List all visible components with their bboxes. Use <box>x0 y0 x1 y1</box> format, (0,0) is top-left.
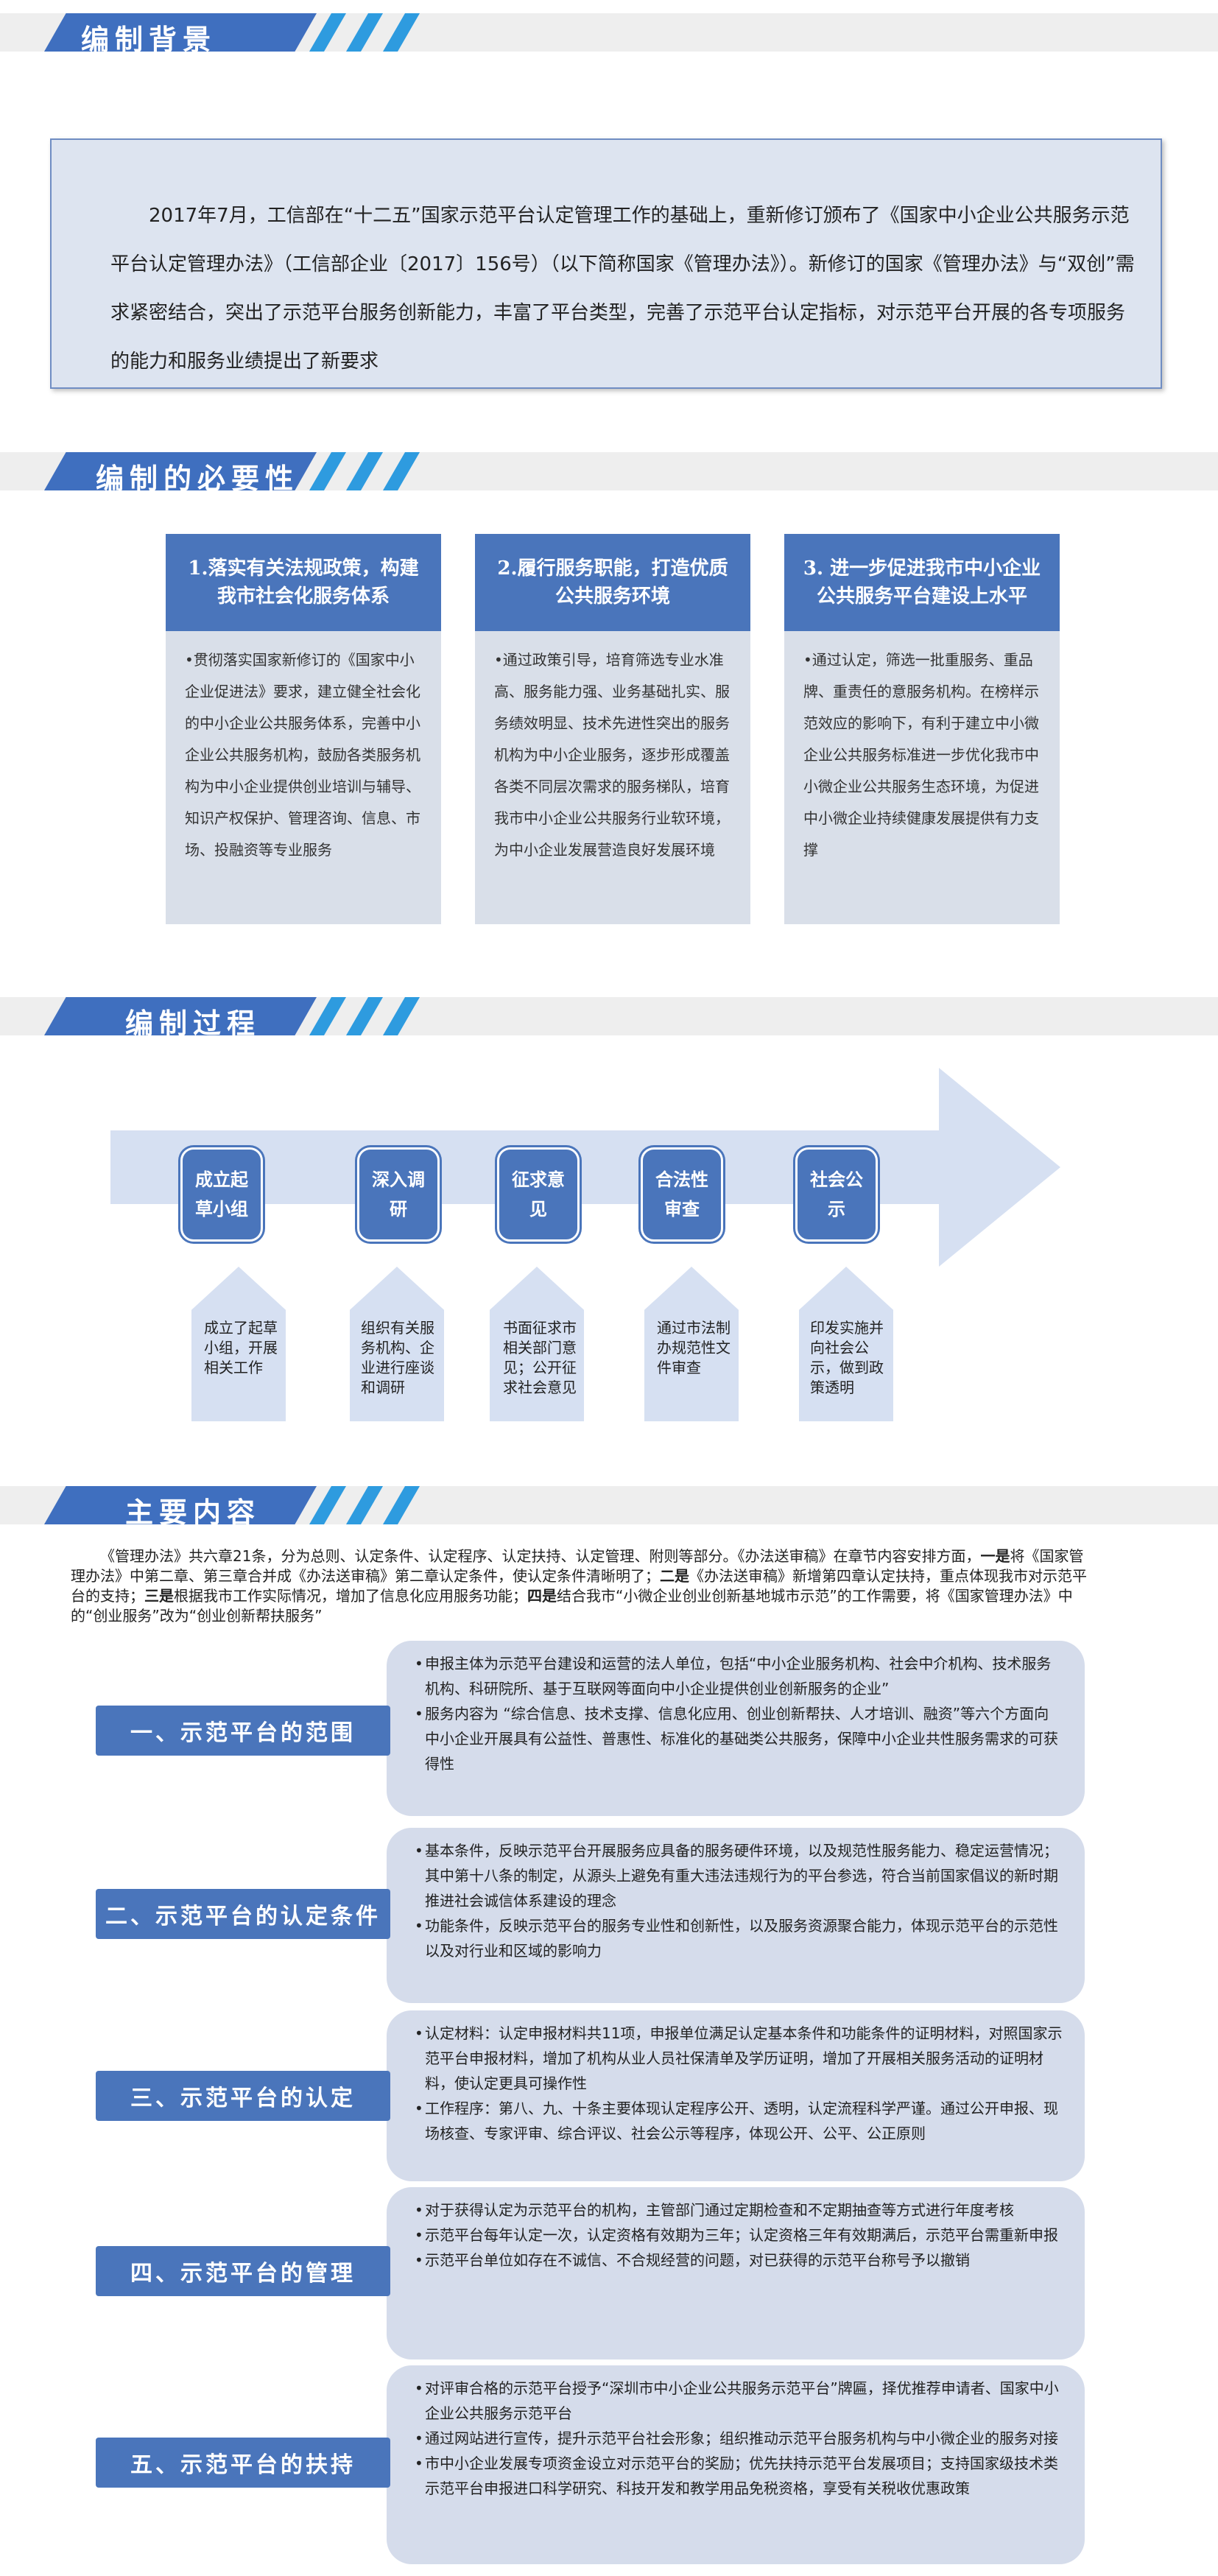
category-label-3: 三、示范平台的认定 <box>96 2071 390 2121</box>
category-box-5: 对评审合格的示范平台授予“深圳市中小企业公共服务示范平台”牌匾，择优推荐申请者、… <box>387 2365 1085 2564</box>
card-head: 2.履行服务职能，打造优质公共服务环境 <box>475 534 750 631</box>
process-detail-2: 组织有关服务机构、企业进行座谈和调研 <box>361 1319 434 1396</box>
list-item: 对评审合格的示范平台授予“深圳市中小企业公共服务示范平台”牌匾，择优推荐申请者、… <box>415 2376 1063 2426</box>
necessity-card-1: 1.落实有关法规政策，构建我市社会化服务体系 •贯彻落实国家新修订的《国家中小企… <box>166 534 441 924</box>
list-item: 市中小企业发展专项资金设立对示范平台的奖励；优先扶持示范平台发展项目；支持国家级… <box>415 2451 1063 2501</box>
list-item: 认定材料：认定申报材料共11项，申报单位满足认定基本条件和功能条件的证明材料，对… <box>415 2021 1063 2096</box>
section-title: 主要内容 <box>125 1496 261 1529</box>
category-box-2: 基本条件，反映示范平台开展服务应具备的服务硬件环境，以及规范性服务能力、稳定运营… <box>387 1828 1085 2003</box>
section-title: 编制过程 <box>125 1007 261 1040</box>
process-arrow <box>110 1068 1060 1267</box>
process-step-4: 合法性审查 <box>641 1147 723 1242</box>
content-intro: 《管理办法》共六章21条，分为总则、认定条件、认定程序、认定扶持、认定管理、附则… <box>71 1546 1087 1626</box>
category-label-2: 二、示范平台的认定条件 <box>96 1889 390 1939</box>
card-head: 3. 进一步促进我市中小企业公共服务平台建设上水平 <box>784 534 1060 631</box>
intro-text: 《办法送审稿》新增第四章认定扶持，重点体现我市对示范平台的支持； <box>71 1567 1087 1605</box>
intro-emphasis: 一是 <box>980 1547 1010 1565</box>
process-step-3: 征求意见 <box>497 1147 580 1242</box>
list-item: 功能条件，反映示范平台的服务专业性和创新性，以及服务资源聚合能力，体现示范平台的… <box>415 1913 1063 1963</box>
process-detail-3: 书面征求市相关部门意见；公开征求社会意见 <box>503 1319 577 1396</box>
process-step-5: 社会公示 <box>795 1147 878 1242</box>
intro-emphasis: 二是 <box>660 1567 689 1585</box>
category-label-1: 一、示范平台的范围 <box>96 1706 390 1756</box>
process-step-2: 深入调研 <box>357 1147 440 1242</box>
list-item: 对于获得认定为示范平台的机构，主管部门通过定期检查和不定期抽查等方式进行年度考核 <box>415 2197 1063 2223</box>
card-body: •贯彻落实国家新修订的《国家中小企业促进法》要求，建立健全社会化的中小企业公共服… <box>185 651 420 859</box>
list-item: 示范平台单位如存在不诚信、不合规经营的问题，对已获得的示范平台称号予以撤销 <box>415 2248 1063 2273</box>
background-text: 2017年7月，工信部在“十二五”国家示范平台认定管理工作的基础上，重新修订颁布… <box>110 205 1135 373</box>
intro-text: 《管理办法》共六章21条，分为总则、认定条件、认定程序、认定扶持、认定管理、附则… <box>100 1547 981 1565</box>
category-box-4: 对于获得认定为示范平台的机构，主管部门通过定期检查和不定期抽查等方式进行年度考核… <box>387 2187 1085 2359</box>
section-header-necessity: 编制的必要性 <box>0 452 1218 495</box>
process-detail-4: 通过市法制办规范性文件审查 <box>657 1319 731 1376</box>
section-title: 编制的必要性 <box>96 462 300 495</box>
section-header-background: 编制背景 <box>0 13 1218 56</box>
intro-emphasis: 四是 <box>527 1587 557 1605</box>
process-detail-1: 成立了起草小组，开展相关工作 <box>204 1319 278 1376</box>
list-item: 服务内容为 “综合信息、技术支撑、信息化应用、创业创新帮扶、人才培训、融资”等六… <box>415 1701 1063 1776</box>
category-label-5: 五、示范平台的扶持 <box>96 2438 390 2488</box>
card-head: 1.落实有关法规政策，构建我市社会化服务体系 <box>166 534 441 631</box>
process-step-1: 成立起草小组 <box>180 1147 263 1242</box>
section-title: 编制背景 <box>81 23 217 56</box>
card-body: •通过政策引导，培育筛选专业水准高、服务能力强、业务基础扎实、服务绩效明显、技术… <box>494 651 730 859</box>
intro-text: 结合我市“小微企业创业创新基地城市示范”的工作需要，将《国家管理办法》中的“创业… <box>71 1587 1073 1625</box>
section-header-content: 主要内容 <box>0 1486 1218 1529</box>
process-detail-5: 印发实施并向社会公示，做到政策透明 <box>810 1319 884 1396</box>
category-box-3: 认定材料：认定申报材料共11项，申报单位满足认定基本条件和功能条件的证明材料，对… <box>387 2010 1085 2181</box>
list-item: 工作程序：第八、九、十条主要体现认定程序公开、透明，认定流程科学严谨。通过公开申… <box>415 2096 1063 2146</box>
list-item: 申报主体为示范平台建设和运营的法人单位，包括“中小企业服务机构、社会中介机构、技… <box>415 1651 1063 1701</box>
list-item: 通过网站进行宣传，提升示范平台社会形象；组织推动示范平台服务机构与中小微企业的服… <box>415 2426 1063 2451</box>
section-header-process: 编制过程 <box>0 997 1218 1040</box>
list-item: 基本条件，反映示范平台开展服务应具备的服务硬件环境，以及规范性服务能力、稳定运营… <box>415 1838 1063 1913</box>
category-label-4: 四、示范平台的管理 <box>96 2246 390 2296</box>
card-body: •通过认定，筛选一批重服务、重品牌、重责任的意服务机构。在榜样示范效应的影响下，… <box>803 651 1039 859</box>
intro-text: 根据我市工作实际情况，增加了信息化应用服务功能； <box>174 1587 527 1605</box>
category-box-1: 申报主体为示范平台建设和运营的法人单位，包括“中小企业服务机构、社会中介机构、技… <box>387 1641 1085 1816</box>
background-box: 2017年7月，工信部在“十二五”国家示范平台认定管理工作的基础上，重新修订颁布… <box>50 138 1162 389</box>
necessity-card-2: 2.履行服务职能，打造优质公共服务环境 •通过政策引导，培育筛选专业水准高、服务… <box>475 534 750 924</box>
necessity-card-3: 3. 进一步促进我市中小企业公共服务平台建设上水平 •通过认定，筛选一批重服务、… <box>784 534 1060 924</box>
intro-emphasis: 三是 <box>144 1587 174 1605</box>
list-item: 示范平台每年认定一次，认定资格有效期为三年；认定资格三年有效期满后，示范平台需重… <box>415 2223 1063 2248</box>
intro-text: 将《国家管理办法》中第二章、第三章合并成《办法送审稿》第二章认定条件，使认定条件… <box>71 1547 1084 1585</box>
